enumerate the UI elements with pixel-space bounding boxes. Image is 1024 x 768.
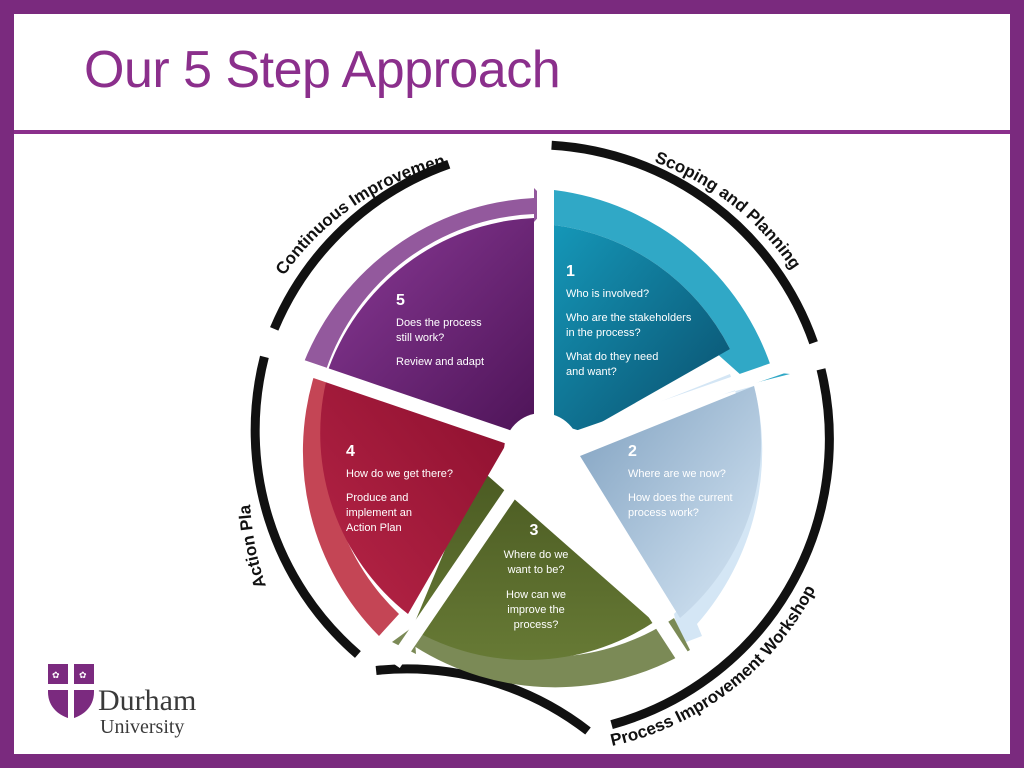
svg-text:✿: ✿	[79, 671, 87, 681]
svg-text:Who are the stakeholders: Who are the stakeholders	[566, 312, 692, 324]
svg-text:still work?: still work?	[396, 332, 444, 344]
durham-university-logo: ✿ ✿ Durham University	[46, 660, 246, 740]
segment-separators	[291, 174, 807, 678]
svg-text:1: 1	[566, 263, 575, 280]
slide: Our 5 Step Approach	[14, 14, 1010, 754]
step-2-text: 2 Where are we now? How does the current…	[628, 443, 733, 519]
segment-step-4	[302, 359, 512, 636]
step-4-text: 4 How do we get there? Produce and imple…	[346, 443, 453, 534]
step-1-text: 1 Who is involved? Who are the stakehold…	[566, 263, 692, 378]
svg-text:process?: process?	[514, 619, 559, 631]
svg-text:implement an: implement an	[346, 507, 412, 519]
ring-arc-scoping	[551, 140, 818, 345]
segment-step-5	[304, 188, 550, 434]
svg-text:improve the: improve the	[507, 604, 564, 616]
center-hub	[504, 413, 580, 489]
svg-text:How does the current: How does the current	[628, 492, 733, 504]
ring-label-action-plan: Action Plan	[14, 14, 270, 591]
svg-text:Action Plan: Action Plan	[346, 522, 402, 534]
university-crest-icon: ✿ ✿	[48, 664, 94, 719]
svg-text:Where are we now?: Where are we now?	[628, 468, 726, 480]
outer-ring	[250, 140, 834, 735]
step-3-text: 3 Where do we want to be? How can we imp…	[504, 522, 569, 631]
step-5-text: 5 Does the process still work? Review an…	[396, 292, 484, 368]
ring-label-continuous-improvement: Continuous Improvement	[14, 14, 447, 278]
logo-subtitle: University	[100, 716, 185, 738]
svg-text:5: 5	[396, 292, 405, 309]
logo-wordmark: Durham	[98, 684, 197, 717]
ring-arc-workshop	[610, 368, 834, 729]
ring-arc-bottom	[375, 664, 591, 735]
ring-arc-action	[250, 355, 361, 658]
svg-text:Produce and: Produce and	[346, 492, 408, 504]
title-divider	[14, 130, 1010, 134]
svg-text:Review and adapt: Review and adapt	[396, 356, 484, 368]
svg-text:process work?: process work?	[628, 507, 699, 519]
svg-text:✿: ✿	[52, 671, 60, 681]
svg-text:Who is involved?: Who is involved?	[566, 288, 649, 300]
svg-text:How can we: How can we	[506, 589, 566, 601]
slide-title: Our 5 Step Approach	[84, 41, 561, 99]
ring-arc-continuous	[270, 159, 451, 331]
svg-text:in the process?: in the process?	[566, 327, 641, 339]
svg-text:Does the process: Does the process	[396, 317, 482, 329]
svg-text:2: 2	[628, 443, 637, 460]
svg-text:4: 4	[346, 443, 355, 460]
cycle-diagram: Continuous Improvement Scoping and Plann…	[14, 14, 834, 750]
svg-text:3: 3	[530, 522, 539, 539]
svg-text:What do they need: What do they need	[566, 351, 658, 363]
svg-text:How do we get there?: How do we get there?	[346, 468, 453, 480]
svg-text:Where do we: Where do we	[504, 549, 569, 561]
segment-step-2	[580, 374, 763, 644]
svg-text:and want?: and want?	[566, 366, 617, 378]
segment-step-1	[554, 190, 790, 432]
svg-text:want to be?: want to be?	[507, 564, 565, 576]
